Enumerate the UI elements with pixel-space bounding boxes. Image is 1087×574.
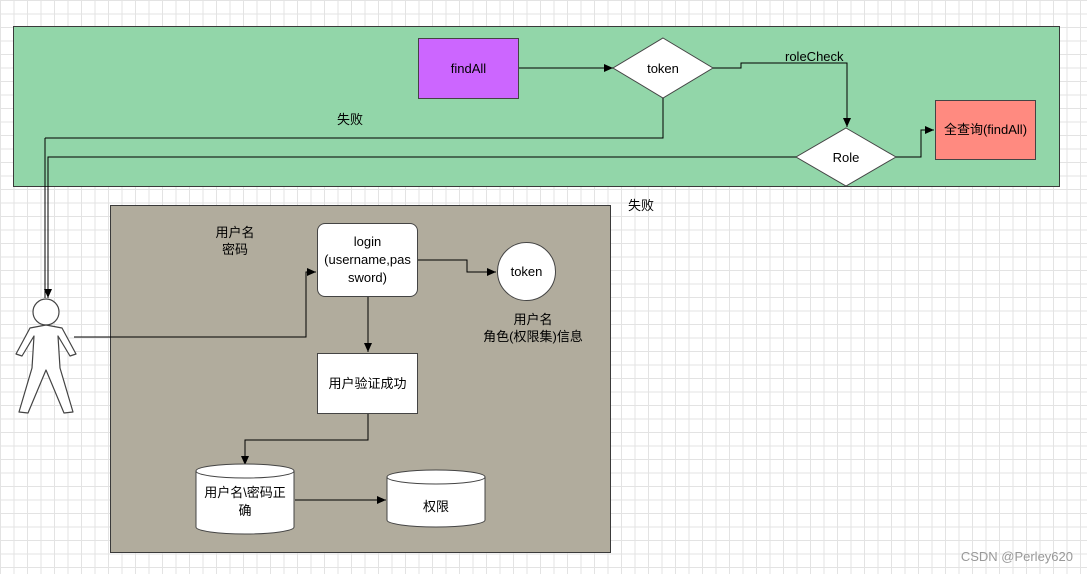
watermark: CSDN @Perley620 <box>960 549 1073 564</box>
role-diamond-label: Role <box>832 150 860 165</box>
fail-label-right: 失败 <box>628 198 655 213</box>
login-to-token-arrow <box>418 259 496 276</box>
verify-to-credentials-arrow <box>241 414 369 465</box>
role-check-label: roleCheck <box>785 49 844 64</box>
username-password-label: 用户名 密码 <box>215 225 255 257</box>
permission-database-shape <box>386 469 486 528</box>
login-node: login (username,pas sword) <box>317 223 418 297</box>
permission-db-label: 权限 <box>422 499 449 514</box>
findall-node: findAll <box>418 38 519 99</box>
credentials-database-shape <box>195 463 295 535</box>
role-fail-arrow <box>44 156 796 298</box>
token-diamond-label: token <box>647 61 679 76</box>
token-node: token <box>497 242 556 301</box>
role-to-query-arrow <box>896 126 934 158</box>
user-actor-icon <box>15 298 77 414</box>
token-to-role-arrow <box>713 62 851 127</box>
role-decision-diamond <box>795 127 897 187</box>
fail-label-top: 失败 <box>337 112 364 127</box>
query-all-node: 全查询(findAll) <box>935 100 1036 160</box>
token-fail-line <box>45 98 664 139</box>
user-to-login-arrow <box>74 268 316 338</box>
token-info-label: 用户名 角色(权限集)信息 <box>483 312 583 344</box>
credentials-db-label: 用户名\密码正 确 <box>204 485 286 518</box>
verify-success-node: 用户验证成功 <box>317 353 418 414</box>
